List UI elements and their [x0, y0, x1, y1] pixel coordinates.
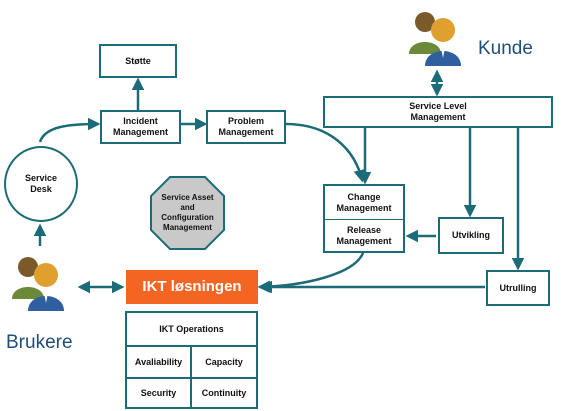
- ops-cell-capacity[interactable]: Capacity: [192, 345, 256, 377]
- ops-cell-continuity[interactable]: Continuity: [192, 377, 256, 407]
- ikt-operations-panel: IKT Operations Avaliability Capacity Sec…: [125, 311, 258, 409]
- utvikling-label: Utvikling: [451, 230, 490, 240]
- arrow-problem-to-change: [285, 122, 366, 183]
- stotte-box[interactable]: Støtte: [99, 44, 177, 78]
- ikt-operations-title-text: IKT Operations: [159, 323, 224, 334]
- brukere-label: Brukere: [6, 332, 73, 353]
- service-desk-label: Service Desk: [24, 173, 58, 194]
- arrow-desk-to-incident: [38, 117, 101, 143]
- change-management-label: Change Management: [336, 191, 392, 213]
- incident-management-label: Incident Management: [112, 116, 168, 137]
- utrulling-box[interactable]: Utrulling: [486, 270, 550, 306]
- service-level-management-box[interactable]: Service Level Management: [323, 96, 553, 128]
- stotte-label: Støtte: [125, 55, 151, 66]
- utvikling-box[interactable]: Utvikling: [438, 217, 504, 254]
- ikt-losningen-label: IKT løsningen: [142, 278, 242, 295]
- brukere-user-group-icon: [12, 257, 64, 311]
- ikt-operations-title: IKT Operations: [127, 313, 256, 345]
- incident-management-box[interactable]: Incident Management: [100, 110, 181, 144]
- service-asset-shape: [150, 176, 225, 250]
- kunde-user-group-icon: [409, 12, 461, 66]
- release-management-label: Release Management: [336, 224, 392, 246]
- ops-cell-capacity-label: Capacity: [205, 356, 243, 367]
- change-management-box[interactable]: Change Management: [323, 184, 405, 220]
- ops-cell-availability-label: Avaliability: [134, 356, 183, 367]
- utrulling-label: Utrulling: [499, 282, 537, 293]
- service-level-management-label: Service Level Management: [409, 101, 467, 122]
- problem-management-box[interactable]: Problem Management: [206, 110, 286, 144]
- release-management-box[interactable]: Release Management: [323, 219, 405, 253]
- arrow-release-to-ikt: [257, 249, 366, 293]
- ops-cell-security-label: Security: [140, 387, 177, 398]
- ikt-losningen-box[interactable]: IKT løsningen: [126, 270, 258, 304]
- service-desk-node[interactable]: Service Desk: [4, 146, 78, 222]
- problem-management-label: Problem Management: [218, 116, 274, 137]
- ops-cell-availability[interactable]: Avaliability: [127, 345, 192, 377]
- service-asset-node[interactable]: Service Asset and Configuration Manageme…: [151, 177, 224, 249]
- kunde-label: Kunde: [478, 38, 533, 59]
- ops-cell-security[interactable]: Security: [127, 377, 192, 407]
- ops-cell-continuity-label: Continuity: [201, 387, 247, 398]
- service-asset-label: Service Asset and Configuration Manageme…: [161, 193, 214, 232]
